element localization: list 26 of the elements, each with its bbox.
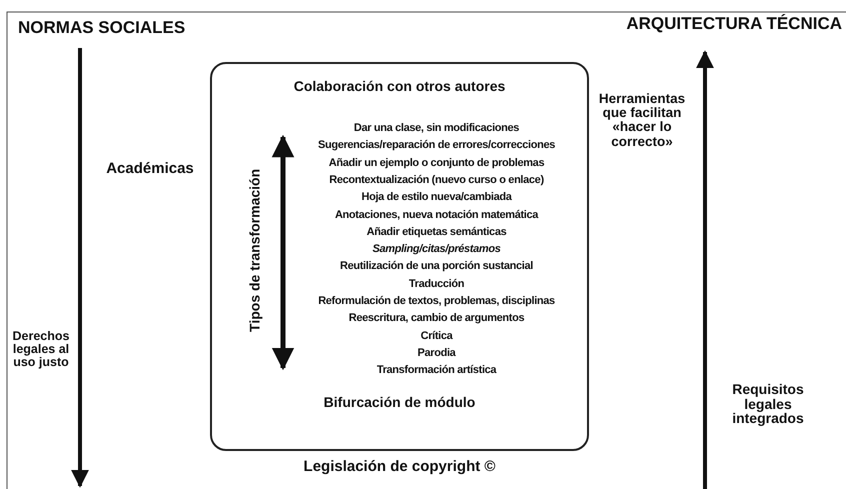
list-item: Reescritura, cambio de argumentos xyxy=(348,312,526,324)
axis-label: Tipos de transformación xyxy=(246,168,264,334)
list-item: Parodia xyxy=(416,346,457,359)
list-item: Reutilización de una porción sustancial xyxy=(339,260,534,272)
list-item: Crítica xyxy=(420,330,454,342)
list-item: Transformación artística xyxy=(376,364,498,376)
list-item: Recontextualización (nuevo curso o enlace) xyxy=(328,174,545,186)
side-heading: ARQUITECTURA TÉCNICA xyxy=(625,14,842,34)
box-heading: Colaboración con otros autores xyxy=(292,78,506,94)
side-label: Requisitos legales integrados xyxy=(731,382,805,426)
box-heading: Bifurcación de módulo xyxy=(322,394,476,410)
list-item: Sugerencias/reparación de errores/correcciones xyxy=(316,139,556,152)
list-item: Anotaciones, nueva notación matemática xyxy=(334,208,540,220)
rounded-box xyxy=(210,62,589,451)
list-item: Añadir un ejemplo o conjunto de problemas xyxy=(328,156,546,169)
list-item: Sampling/citas/préstamos xyxy=(372,243,502,256)
side-label: Académicas xyxy=(105,160,195,178)
side-label: Herramientas que facilitan «hacer lo correcto» xyxy=(598,92,686,149)
list-item: Hoja de estilo nueva/cambiada xyxy=(360,191,513,204)
list-item: Reformulación de textos, problemas, disciplinas xyxy=(317,295,556,307)
box-caption: Legislación de copyright © xyxy=(302,458,496,475)
side-label: Derechos legales al uso justo xyxy=(12,330,70,370)
list-item: Dar una clase, sin modificaciones xyxy=(352,122,520,134)
list-item: Traducción xyxy=(408,278,466,290)
list-item: Añadir etiquetas semánticas xyxy=(366,226,508,238)
side-heading: NORMAS SOCIALES xyxy=(18,18,186,38)
